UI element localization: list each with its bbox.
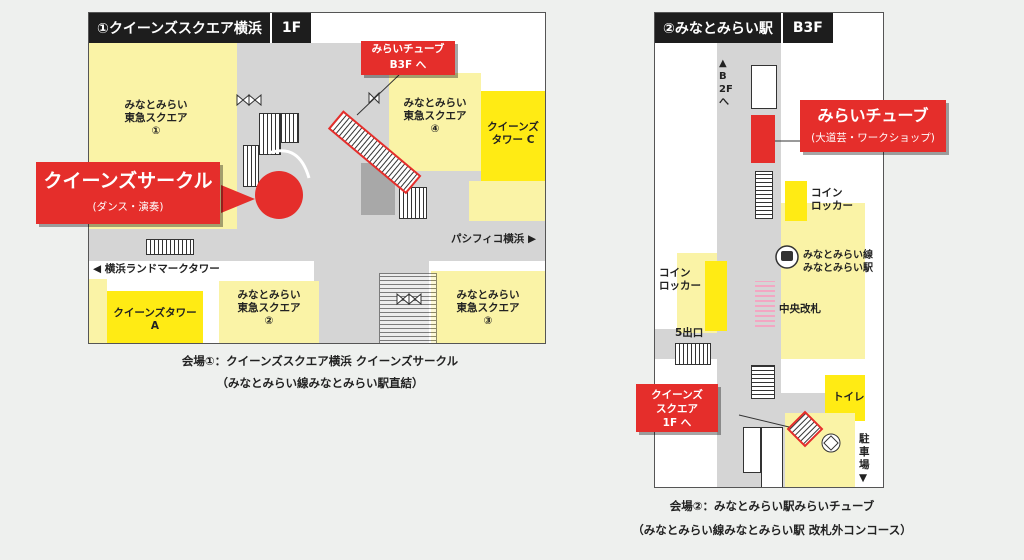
mirai-tube-marker	[751, 115, 775, 163]
callout-queens-square-1f: クイーンズ スクエア 1F へ	[636, 384, 718, 432]
map1-header: ①クイーンズスクエア横浜 1F	[89, 13, 312, 43]
callout-queens-circle: クイーンズサークル (ダンス・演奏)	[36, 162, 220, 224]
map2-title: ②みなとみらい駅	[655, 13, 783, 43]
label-central-gate: 中央改札	[779, 303, 821, 315]
area-tower-a-side	[89, 279, 107, 343]
central-gate-bars	[755, 281, 775, 327]
area-tokyu-square-3	[431, 271, 545, 343]
stairs-north-2	[281, 113, 299, 143]
label-station: みなとみらい線みなとみらい駅	[803, 250, 873, 274]
stairs-north-1	[259, 113, 281, 155]
pillar-1	[743, 427, 761, 473]
label-landmark: ◀ 横浜ランドマークタワー	[93, 263, 220, 275]
label-pacifico: パシフィコ横浜 ▶	[451, 233, 537, 245]
area-tokyu-square-2	[219, 281, 319, 343]
map2-floor: B3F	[792, 20, 823, 36]
stairs-south-west	[751, 365, 775, 399]
caption-venue2: 会場②：みなとみらい駅みらいチューブ （みなとみらい線みなとみらい駅 改札外コン…	[632, 499, 912, 537]
callout-mirai-tube: みらいチューブ (大道芸・ワークショップ)	[800, 100, 946, 152]
pillar-2	[761, 427, 783, 487]
area-queens-tower-a	[107, 291, 203, 343]
label-tower-c: クイーンズタワー C	[487, 121, 539, 146]
escalator-diagonal	[221, 74, 422, 306]
label-locker1: コインロッカー	[811, 187, 853, 212]
stairs-south	[379, 273, 437, 343]
stairs-circle-west	[243, 145, 259, 187]
map1-floor: 1F	[281, 20, 302, 36]
area-queens-tower-c	[481, 91, 545, 181]
label-toilet: トイレ	[833, 391, 865, 403]
label-parking: 駐車場▼	[859, 433, 870, 484]
area-tower-c-annex	[469, 181, 545, 221]
area-locker1	[785, 181, 807, 221]
stairs-east	[399, 187, 427, 219]
label-locker2: コインロッカー	[659, 267, 701, 292]
label-to-b2f: ▲B2Fへ	[719, 58, 733, 108]
queens-circle-marker	[255, 171, 303, 219]
stairs-center	[755, 171, 773, 219]
caption-venue1: 会場①：クイーンズスクエア横浜 クイーンズサークル （みなとみらい線みなとみらい…	[181, 354, 459, 390]
map1-title: ①クイーンズスクエア横浜	[89, 13, 272, 43]
map2-header: ②みなとみらい駅 B3F	[655, 13, 833, 43]
stairs-exit5	[675, 343, 711, 365]
elevator-box	[751, 65, 777, 109]
map-minatomirai-station: ②みなとみらい駅 B3F ▲B2Fへ コインロッカー コインロッカー みなとみら…	[654, 12, 884, 488]
area-locker2	[705, 261, 727, 331]
label-exit5: 5出口	[675, 327, 704, 339]
area-tokyu-square-4	[389, 73, 481, 171]
area-station	[781, 203, 865, 359]
map2-overlay	[738, 140, 841, 453]
stairs-landmark	[146, 239, 194, 255]
